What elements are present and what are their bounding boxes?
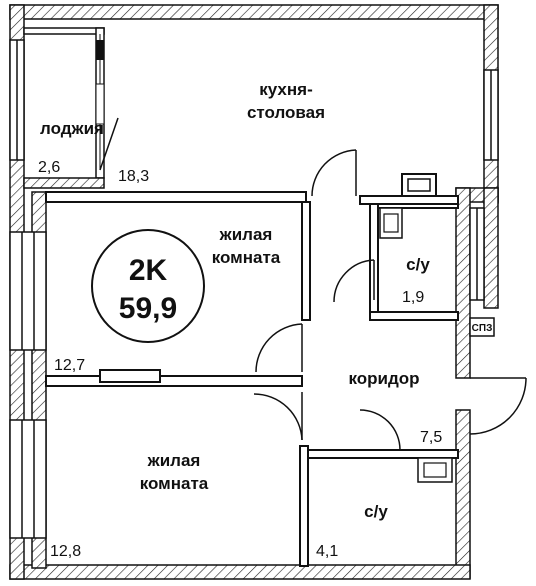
- bath1-name: с/у: [406, 255, 430, 274]
- loggia-name: лоджия: [40, 119, 104, 138]
- sink-icon: [379, 207, 403, 239]
- bath1-area: 1,9: [402, 289, 424, 306]
- apartment-type: 2K: [129, 254, 168, 287]
- apartment-total-area: 59,9: [119, 292, 177, 325]
- corridor-area: 7,5: [420, 429, 442, 446]
- spz-label: СПЗ: [472, 323, 493, 334]
- bath2-name: с/у: [364, 502, 388, 521]
- living1-area: 12,7: [54, 357, 85, 374]
- kitchen-name-line2: столовая: [247, 103, 325, 122]
- living2-name-line1: жилая: [147, 451, 201, 470]
- living2-name-line2: комната: [140, 474, 209, 493]
- bath2-area: 4,1: [316, 543, 338, 560]
- kitchen-area: 18,3: [118, 168, 149, 185]
- living2-area: 12,8: [50, 543, 81, 560]
- corridor-name: коридор: [348, 369, 419, 388]
- bath2-sink-icon: [417, 457, 453, 483]
- living1-name-line1: жилая: [219, 225, 273, 244]
- loggia-area: 2,6: [38, 159, 60, 176]
- door-swings: [253, 149, 527, 451]
- stove-icon: [401, 173, 437, 197]
- loggia-partition: [23, 27, 119, 189]
- exterior-walls: [9, 4, 499, 580]
- apartment-badge: 2K 59,9: [91, 229, 205, 343]
- living1-name-line2: комната: [212, 248, 281, 267]
- windows: [9, 39, 499, 539]
- kitchen-name-line1: кухня-: [259, 80, 312, 99]
- spz-tag: СПЗ: [469, 317, 495, 337]
